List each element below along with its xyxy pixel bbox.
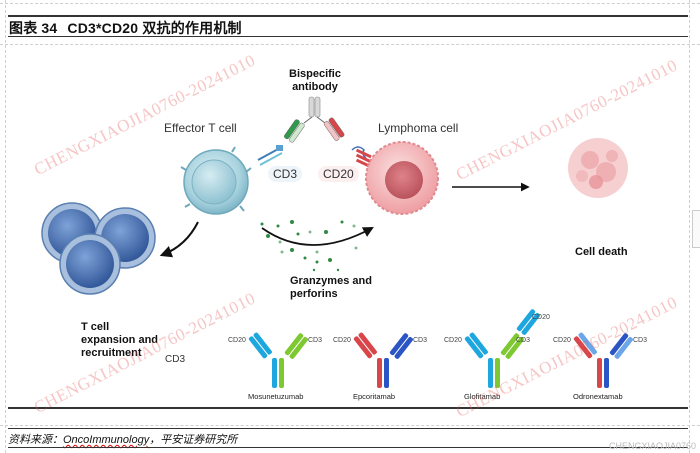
granzymes-label-line1: Granzymes and — [290, 275, 372, 287]
title-bottom-rule — [8, 36, 688, 37]
right-margin-guide — [689, 0, 690, 453]
footer-margin-guide — [0, 425, 700, 426]
figure-title-text: CD3*CD20 双抗的作用机制 — [67, 20, 242, 36]
antibody-glofitamab-icon — [464, 309, 540, 388]
figure-bottom-rule — [8, 407, 688, 409]
side-panel-tab[interactable] — [692, 210, 700, 248]
figure-label: 图表 — [9, 20, 38, 36]
figure-number: 34 — [41, 20, 58, 36]
footer-watermark: CHENGXIAOJIA0760 — [608, 441, 696, 451]
antibody-name-label: Mosunetuzumab — [248, 392, 304, 401]
target-label: CD3 — [633, 337, 648, 344]
bispecific-label-line1: Bispecific — [289, 68, 341, 80]
cd3-label: CD3 — [268, 166, 303, 182]
header-margin-guide — [0, 44, 700, 45]
lymphoma-cell-icon — [365, 141, 439, 215]
target-label: CD20 — [553, 337, 571, 344]
target-label: CD20 — [228, 337, 246, 344]
source-note: 资料来源：OncoImmunology，平安证券研究所 — [8, 431, 237, 447]
target-label: CD20 — [333, 337, 351, 344]
source-bottom-rule — [8, 447, 688, 448]
cd3-bottom-label: CD3 — [165, 354, 186, 365]
target-label: CD3 — [516, 337, 531, 344]
expansion-line1: T cell — [81, 321, 110, 333]
bispecific-label: Bispecific antibody — [289, 68, 341, 94]
cd20-label: CD20 — [318, 166, 359, 182]
lymphoma-cell-label: Lymphoma cell — [378, 121, 459, 135]
target-label: CD20 — [444, 337, 462, 344]
cd3-receptor-icon — [257, 145, 283, 166]
source-journal: OncoImmunology — [63, 434, 150, 446]
effector-t-cell-label: Effector T cell — [164, 121, 237, 135]
t-cell-cluster-icon — [41, 202, 156, 295]
antibody-epcoritamab-icon — [353, 332, 413, 388]
granzyme-particles-icon — [260, 220, 358, 272]
source-prefix: 资料来源： — [8, 434, 63, 446]
top-margin-guide — [0, 3, 700, 4]
antibody-mosunetuzumab-icon — [248, 332, 308, 388]
antibody-name-label: Epcoritamab — [353, 392, 396, 401]
granzymes-label: Granzymes and perforins — [290, 275, 372, 301]
target-label: CD3 — [413, 337, 428, 344]
granzymes-label-line2: perforins — [290, 288, 338, 300]
source-suffix: ，平安证券研究所 — [149, 434, 238, 446]
effector-t-cell-icon — [180, 146, 252, 215]
antibody-name-label: Odronextamab — [573, 392, 623, 401]
target-label: CD20 — [532, 314, 550, 321]
expansion-line2: expansion and — [81, 334, 159, 346]
antibody-name-label: Glofitamab — [464, 392, 501, 401]
left-margin-guide — [5, 0, 6, 453]
cell-death-icon — [568, 138, 628, 198]
cell-death-label: Cell death — [575, 246, 628, 258]
bispecific-antibody-icon — [284, 96, 345, 143]
antibody-odronextamab-icon — [573, 332, 633, 388]
t-cell-expansion-label: T cell expansion and recruitment — [81, 321, 158, 360]
expansion-line3: recruitment — [81, 347, 142, 359]
bispecific-label-line2: antibody — [292, 81, 338, 93]
expansion-arrow — [159, 221, 199, 258]
title-top-rule — [8, 15, 688, 17]
granzyme-arrow — [261, 226, 374, 246]
target-label: CD3 — [308, 337, 323, 344]
source-top-rule — [8, 428, 688, 429]
